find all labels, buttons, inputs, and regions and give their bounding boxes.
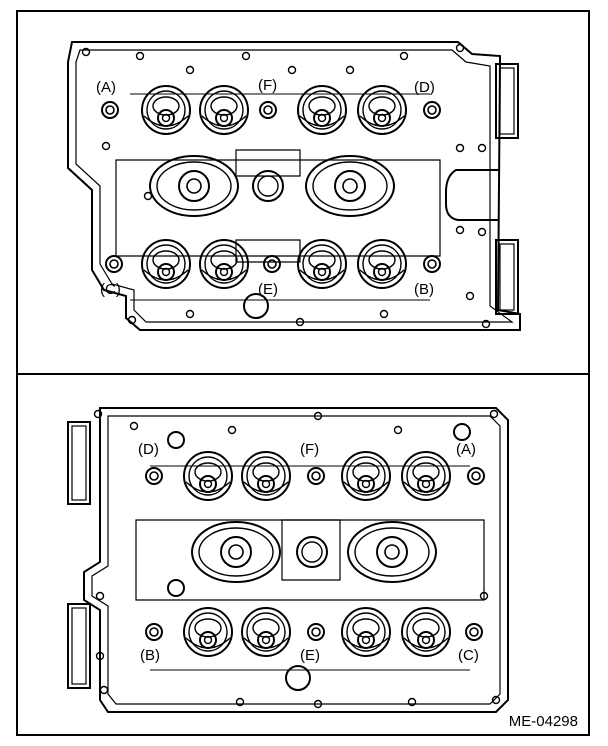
top-callout-b: (B) bbox=[414, 281, 434, 298]
bottom-head-outline bbox=[83, 407, 509, 713]
bottom-callout-e: (E) bbox=[300, 647, 320, 664]
top-callout-c: (C) bbox=[100, 281, 121, 298]
view-divider bbox=[18, 373, 588, 375]
top-callout-d: (D) bbox=[414, 79, 435, 96]
figure-id: ME-04298 bbox=[508, 713, 578, 730]
top-callout-f: (F) bbox=[258, 77, 277, 94]
top-callout-e: (E) bbox=[258, 281, 278, 298]
top-callout-a: (A) bbox=[96, 79, 116, 96]
bottom-callout-b: (B) bbox=[140, 647, 160, 664]
bottom-view: (D) (F) (A) (B) (E) (C) bbox=[67, 407, 509, 713]
bottom-callout-d: (D) bbox=[138, 441, 159, 458]
top-view: (A) (F) (D) (C) (E) (B) bbox=[67, 41, 521, 331]
figure-frame: ME-04298 bbox=[16, 10, 590, 736]
bottom-callout-c: (C) bbox=[458, 647, 479, 664]
bottom-callout-f: (F) bbox=[300, 441, 319, 458]
bottom-callout-a: (A) bbox=[456, 441, 476, 458]
top-head-outline bbox=[67, 41, 521, 331]
